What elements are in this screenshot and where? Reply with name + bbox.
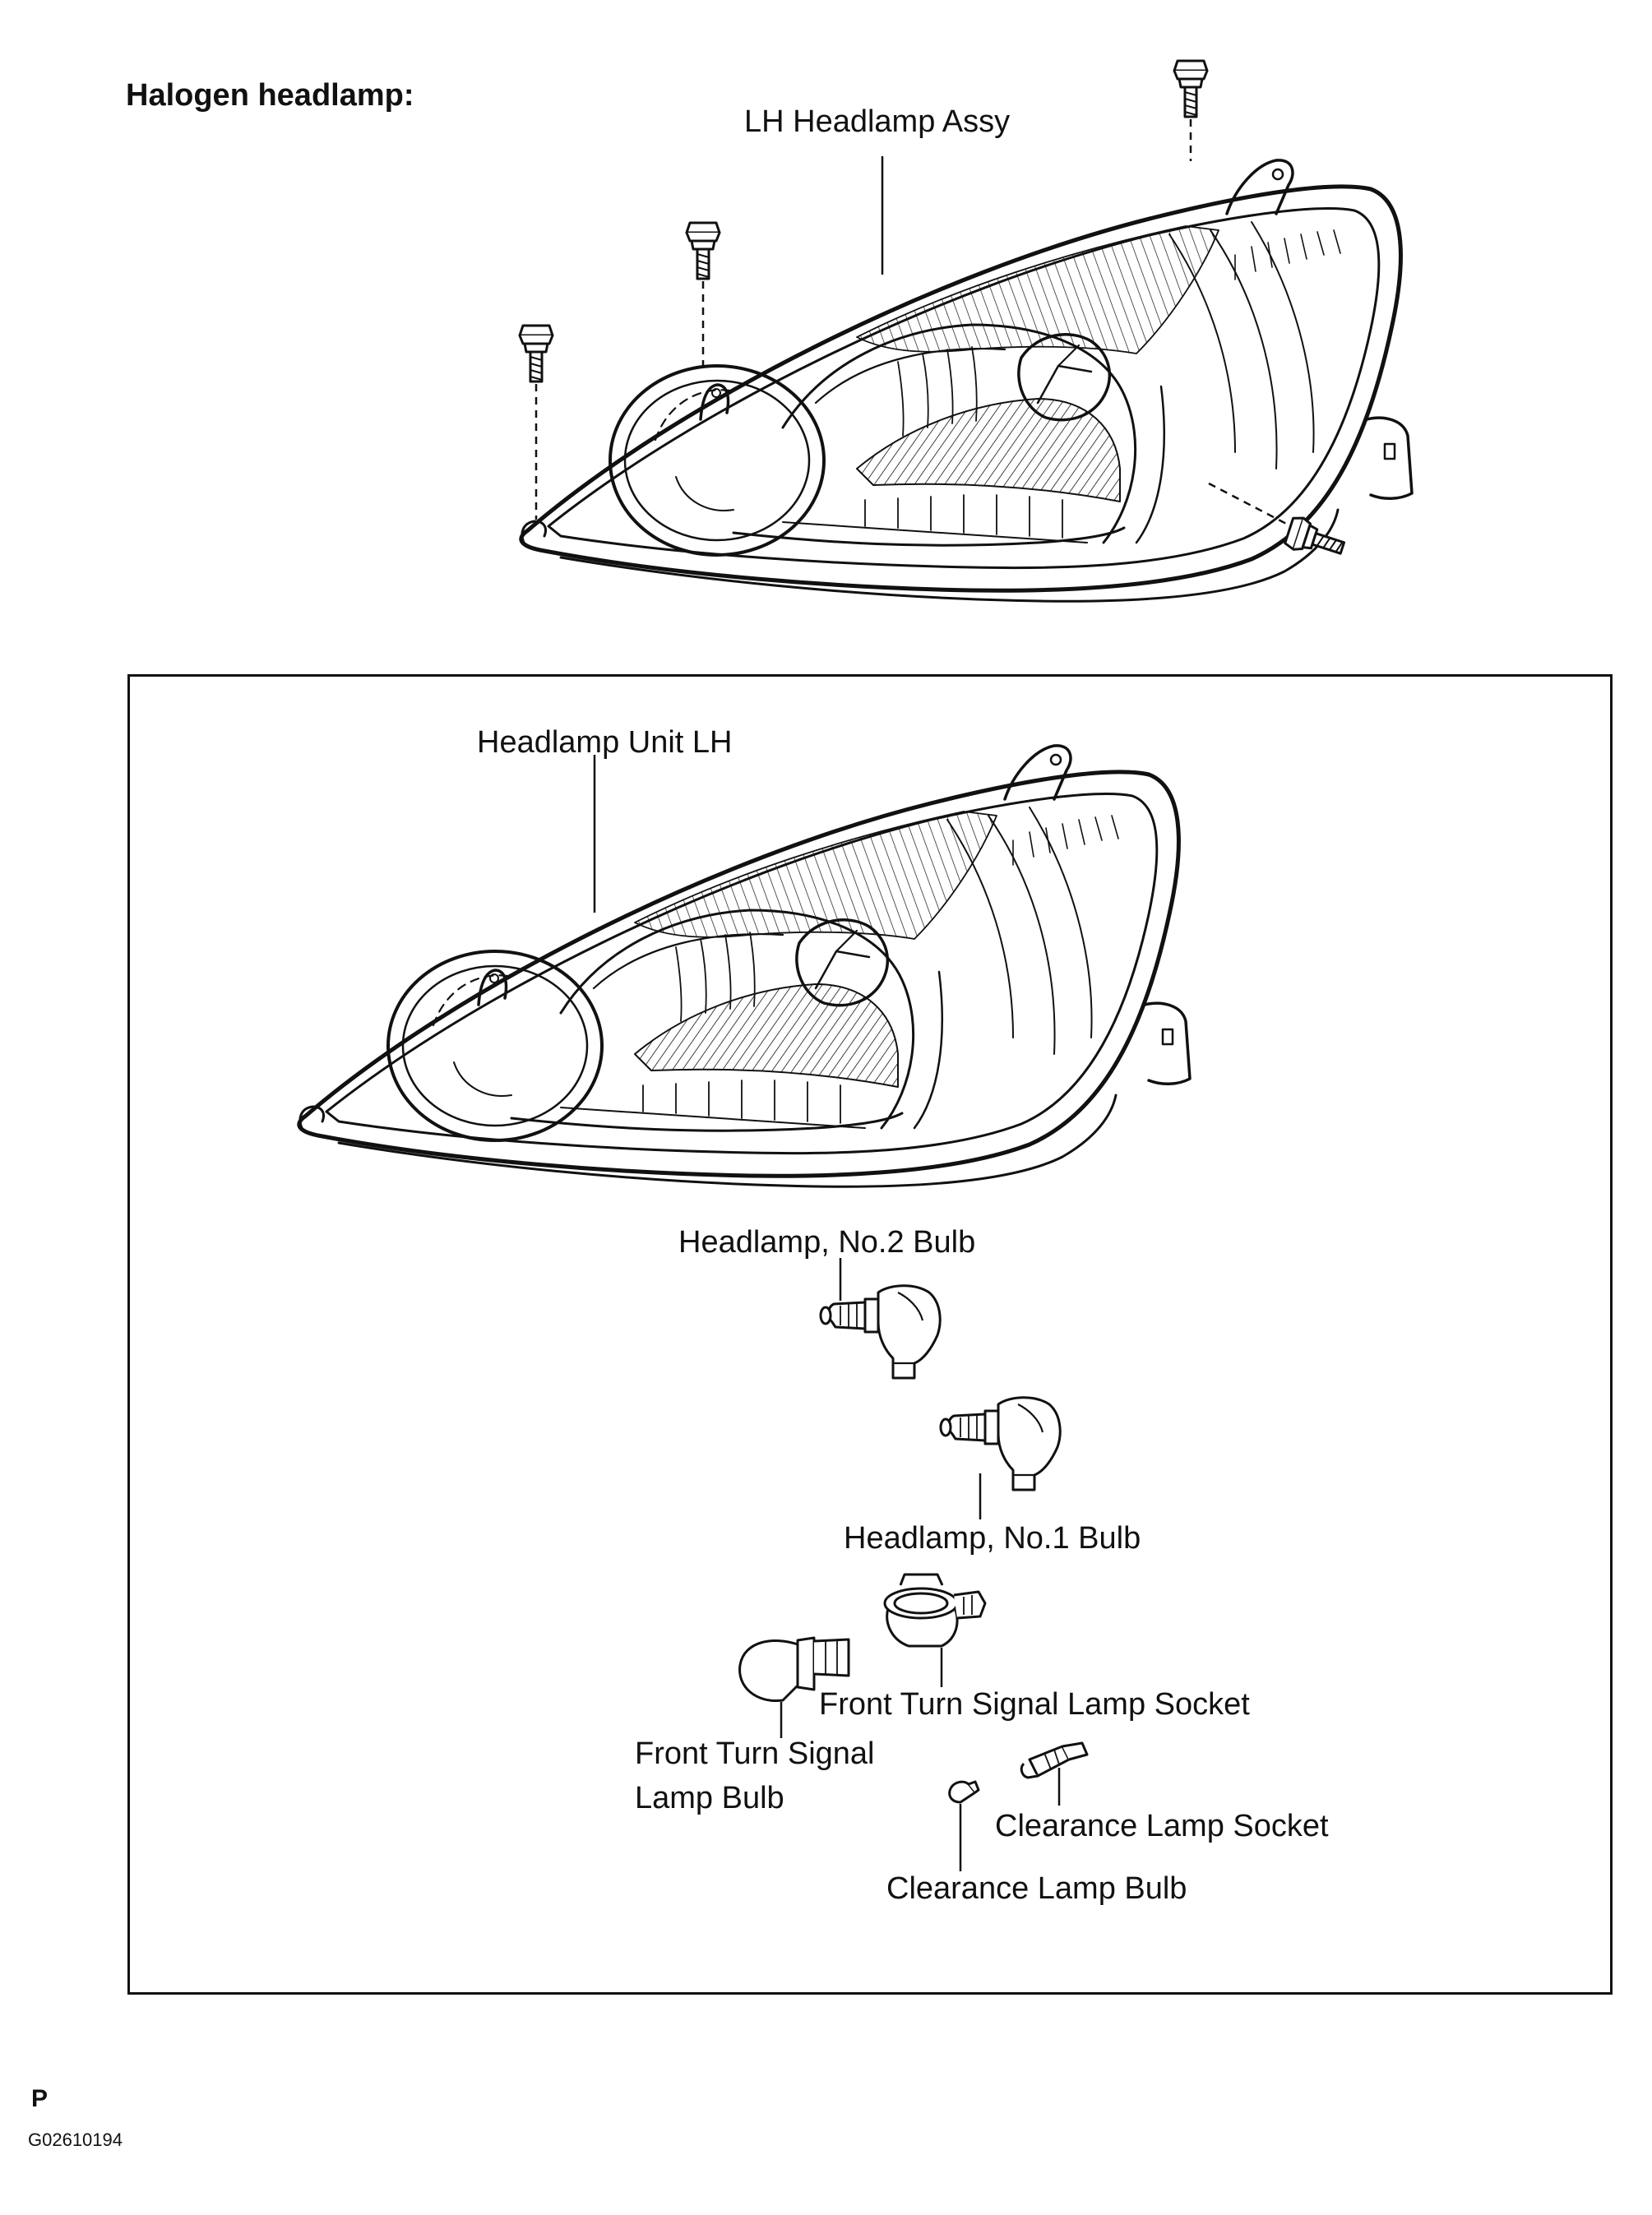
clearance-bulb: [948, 1780, 980, 1804]
label-headlamp-no1-bulb: Headlamp, No.1 Bulb: [844, 1521, 1141, 1556]
label-headlamp-no2-bulb: Headlamp, No.2 Bulb: [678, 1225, 976, 1260]
label-clearance-lamp-socket: Clearance Lamp Socket: [995, 1809, 1329, 1843]
label-lh-headlamp-assy: LH Headlamp Assy: [744, 104, 1011, 139]
turn-signal-bulb: [738, 1636, 850, 1702]
label-front-turn-signal-lamp-bulb-line2: Lamp Bulb: [635, 1781, 784, 1815]
corner-mark: P: [31, 2085, 49, 2112]
turn-signal-socket: [883, 1573, 987, 1648]
diagram-heading: Halogen headlamp:: [126, 78, 414, 113]
label-headlamp-unit-lh: Headlamp Unit LH: [477, 725, 733, 760]
label-front-turn-signal-lamp-bulb-line1: Front Turn Signal: [635, 1736, 875, 1771]
label-clearance-lamp-bulb: Clearance Lamp Bulb: [886, 1871, 1187, 1906]
clearance-socket: [1020, 1741, 1089, 1779]
inset-frame: [127, 674, 1613, 1995]
label-front-turn-signal-lamp-socket: Front Turn Signal Lamp Socket: [819, 1687, 1250, 1722]
figure-code: G02610194: [28, 2129, 123, 2150]
